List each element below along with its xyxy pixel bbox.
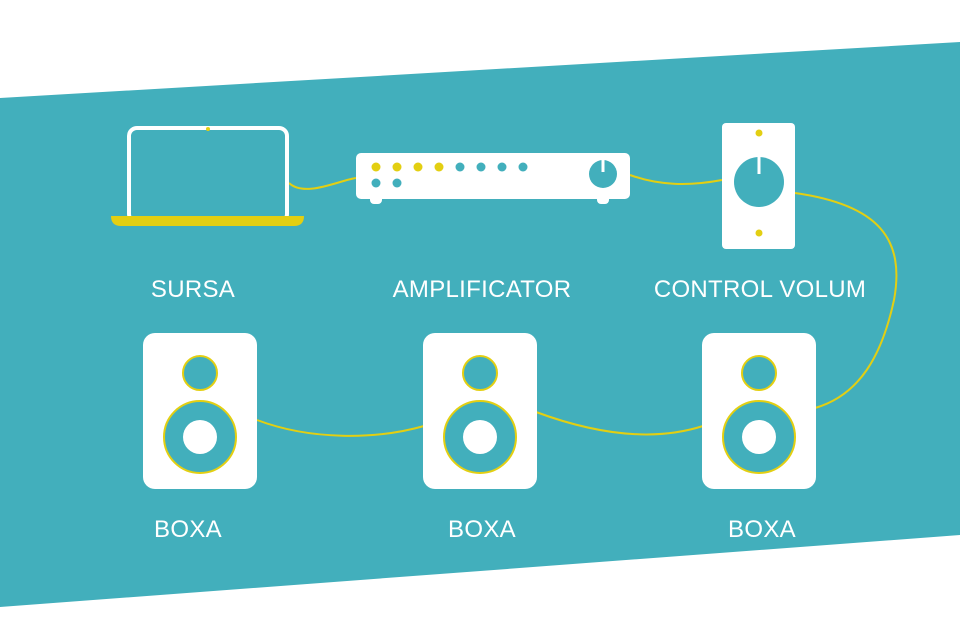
volume-knob-icon bbox=[722, 123, 795, 249]
woofer-center bbox=[183, 420, 217, 454]
tweeter bbox=[462, 355, 498, 391]
amplifier-led bbox=[392, 162, 402, 172]
volume-knob bbox=[734, 157, 784, 207]
speaker-icon bbox=[702, 333, 816, 489]
cable-speaker3-speaker2 bbox=[535, 411, 704, 436]
amplifier-knob bbox=[589, 160, 617, 188]
amplifier-leds bbox=[371, 162, 528, 188]
cable-amplifier-volume bbox=[629, 174, 723, 185]
amplifier-icon bbox=[356, 153, 630, 204]
amplifier-led bbox=[392, 178, 402, 188]
label-speaker-3: BOXA bbox=[728, 516, 796, 543]
cables bbox=[256, 174, 898, 437]
amplifier-led bbox=[455, 162, 465, 172]
cable-source-amplifier bbox=[288, 177, 357, 190]
label-speaker-2: BOXA bbox=[448, 516, 516, 543]
amplifier-led bbox=[518, 162, 528, 172]
amplifier-led bbox=[434, 162, 444, 172]
woofer-center bbox=[463, 420, 497, 454]
laptop-icon bbox=[111, 126, 304, 226]
label-speaker-1: BOXA bbox=[154, 516, 222, 543]
amplifier-led bbox=[413, 162, 423, 172]
speaker-icon bbox=[423, 333, 537, 489]
label-source: SURSA bbox=[151, 276, 235, 303]
woofer-center bbox=[742, 420, 776, 454]
speaker-icon bbox=[143, 333, 257, 489]
amplifier-led bbox=[371, 162, 381, 172]
amplifier-led bbox=[497, 162, 507, 172]
tweeter bbox=[182, 355, 218, 391]
cable-volume-speaker3 bbox=[794, 192, 898, 409]
label-amplifier: AMPLIFICATOR bbox=[393, 276, 572, 303]
amplifier-led bbox=[476, 162, 486, 172]
tweeter bbox=[741, 355, 777, 391]
amplifier-led bbox=[371, 178, 381, 188]
cable-speaker2-speaker1 bbox=[256, 419, 425, 437]
label-volume-control: CONTROL VOLUM bbox=[654, 276, 866, 303]
